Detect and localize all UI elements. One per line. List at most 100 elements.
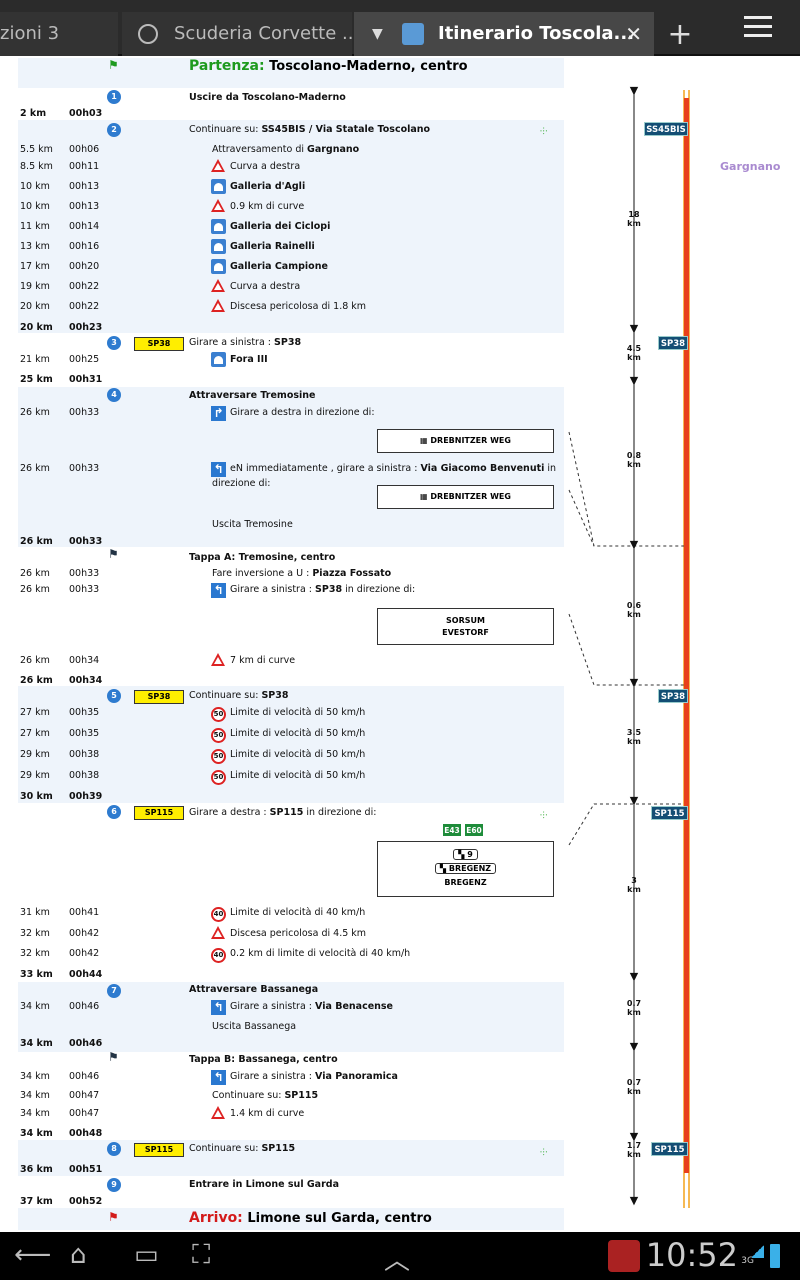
arrow-icon: ▼ [629, 676, 639, 689]
distance-cell: 37 km [20, 1196, 53, 1207]
time-cell: 00h51 [69, 1164, 103, 1175]
instruction-text: Girare a sinistra : SP38 [189, 337, 301, 348]
step-number: 4 [107, 388, 121, 402]
close-icon[interactable]: ✕ [625, 22, 642, 46]
instruction-text: Continuare su: SP38 [189, 690, 289, 701]
distance-cell: 29 km [20, 770, 50, 781]
itinerary-row: Continuare su: SS45BIS / Via Statale Tos… [0, 120, 800, 140]
chevron-up-icon[interactable]: ︿ [384, 1246, 411, 1276]
descent-warning-icon [211, 299, 225, 312]
step-number: 6 [107, 805, 121, 819]
tab-1[interactable]: zioni 3 [0, 12, 118, 56]
text: DREBNITZER WEG [430, 492, 511, 501]
lane-icon: ⸭ [540, 811, 548, 821]
back-icon[interactable]: ⟵ [14, 1240, 52, 1270]
text: 0.8 [626, 451, 642, 460]
time-cell: 00h22 [69, 301, 100, 312]
connector-line [568, 803, 684, 846]
home-icon[interactable]: ⌂ [70, 1240, 87, 1270]
road-badge-yellow: SP115 [134, 1143, 184, 1157]
text: Continuare su: [189, 690, 259, 701]
instruction-text: Galleria dei Ciclopi [230, 221, 330, 232]
text: Girare a sinistra : [230, 1001, 313, 1012]
euro-road-badge: E60 [464, 823, 484, 837]
text: km [627, 737, 641, 746]
curve-warning-icon [211, 159, 225, 172]
text: km [627, 885, 641, 894]
instruction-text: Galleria Rainelli [230, 241, 315, 252]
turn-right-icon: ↱ [211, 406, 226, 421]
instruction-text: direzione di: [212, 478, 271, 489]
turn-left-icon: ↰ [211, 583, 226, 598]
tab-1-label: zioni 3 [0, 23, 60, 44]
direction-sign: ▦ DREBNITZER WEG [377, 429, 554, 453]
tab-2[interactable]: Scuderia Corvette ... [122, 12, 352, 56]
text: SP38 [274, 337, 302, 348]
time-cell: 00h31 [69, 374, 103, 385]
instruction-text: 1.4 km di curve [230, 1108, 305, 1119]
text: km [627, 460, 641, 469]
distance-cell: 34 km [20, 1108, 50, 1119]
text: km [627, 610, 641, 619]
road-badge-yellow: SP115 [134, 806, 184, 820]
screenshot-icon[interactable]: ⛶ [192, 1240, 211, 1270]
itinerary-row: Continuare su: SP38 [0, 686, 800, 706]
new-tab-button[interactable]: + [667, 17, 693, 52]
app-notification-icon[interactable] [608, 1240, 640, 1272]
turn-left-icon: ↰ [211, 1000, 226, 1015]
text: SORSUM [446, 616, 485, 625]
itinerary-row: Continuare su: SP115 [0, 1139, 800, 1159]
time-cell: 00h47 [69, 1090, 100, 1101]
distance-cell: 34 km [20, 1128, 53, 1139]
instruction-text: Curva a destra [230, 161, 301, 172]
instruction-text: Tappa B: Bassanega, centro [189, 1054, 338, 1065]
text: km [627, 353, 641, 362]
time-cell: 00h33 [69, 463, 100, 474]
time-cell: 00h13 [69, 201, 100, 212]
time-cell: 00h38 [69, 770, 100, 781]
time-cell: 00h42 [69, 928, 100, 939]
text: SP115 [261, 1143, 296, 1154]
instruction-text: 7 km di curve [230, 655, 296, 666]
time-cell: 00h11 [69, 161, 100, 172]
text: BREGENZ [444, 878, 487, 887]
time-cell: 00h33 [69, 536, 103, 547]
text: Galleria d'Agli [230, 181, 306, 192]
chevron-down-icon[interactable]: ▼ [372, 26, 383, 42]
instruction-text: Galleria Campione [230, 261, 328, 272]
road-badge-yellow: SP38 [134, 690, 184, 704]
time-cell: 00h42 [69, 948, 100, 959]
globe-icon [138, 24, 158, 44]
instruction-text: Attraversamento di Gargnano [212, 144, 359, 155]
text: 4.5 [626, 344, 642, 353]
menu-icon[interactable] [744, 16, 772, 43]
tab-3-label: Itinerario Toscola... [438, 23, 635, 44]
road-badge: SP38 [658, 336, 688, 350]
text: SP38 [261, 690, 289, 701]
distance-cell: 26 km [20, 584, 50, 595]
tab-3-active[interactable]: ▼ Itinerario Toscola... ✕ [354, 12, 654, 56]
itinerary-row: Girare a sinistra : SP38 [0, 333, 800, 353]
exit-icon: ▚ [439, 864, 447, 873]
text: Girare a destra : [189, 807, 267, 818]
itinerary-row: Attraversare Tremosine [0, 386, 800, 406]
distance-cell: 11 km [20, 221, 50, 232]
recent-apps-icon[interactable]: ▭ [134, 1240, 159, 1270]
instruction-text: Girare a destra in direzione di: [230, 407, 375, 418]
distance-cell: 30 km [20, 791, 53, 802]
